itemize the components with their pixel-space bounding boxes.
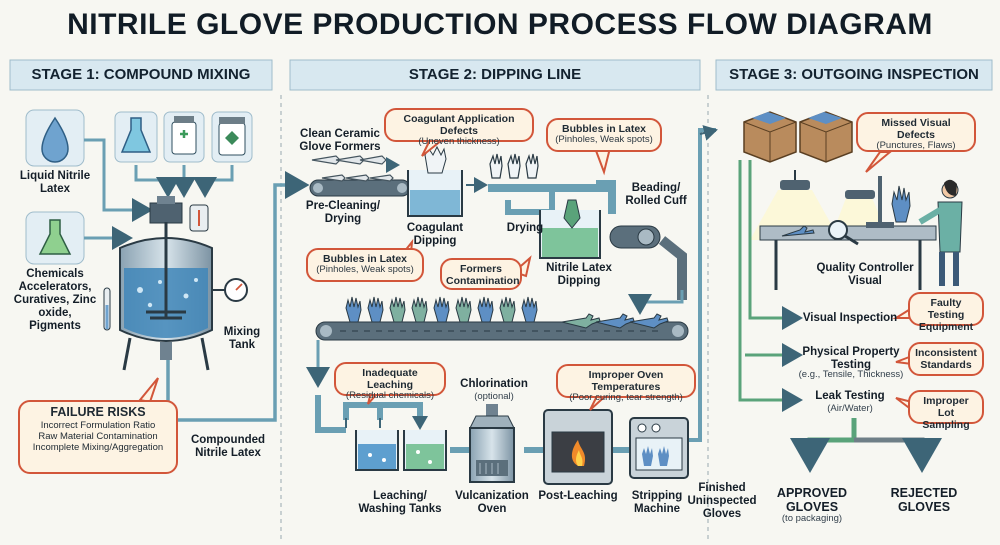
leak-testing-label: Leak Testing: [815, 390, 885, 402]
oven-temperature-bubble: Improper Oven Temperatures (Poor curing,…: [556, 364, 696, 403]
physical-testing-label: Physical Property Testing: [802, 346, 900, 371]
chemical-flask-icon: [25, 211, 85, 265]
pigment-jar-icon: [211, 111, 253, 163]
diagram-title: NITRILE GLOVE PRODUCTION PROCESS FLOW DI…: [67, 8, 933, 41]
conveyor-gloves: [345, 296, 669, 329]
flow-arrow: [628, 290, 684, 315]
latex-dipping-label: Nitrile Latex Dipping: [546, 262, 612, 287]
failure-risk-item: Incomplete Mixing/Aggregation: [32, 442, 164, 454]
vulcanization-label: Vulcanization Oven: [455, 490, 529, 515]
chlorination-label: Chlorination: [460, 378, 528, 390]
chemicals-label: Chemicals Accelerators, Curatives, Zinc …: [13, 268, 97, 332]
glove-boxes: [743, 111, 853, 163]
coagulant-tank: [407, 145, 463, 217]
post-leaching-label: Post-Leaching: [538, 490, 618, 502]
lot-sampling-bubble: Improper Lot Sampling: [908, 390, 984, 431]
mixing-tank-label: Mixing Tank: [223, 326, 261, 351]
drying-gloves: [489, 153, 539, 179]
stripping-machine: [629, 417, 689, 479]
finished-gloves-label: Finished Uninspected Gloves: [687, 482, 757, 520]
failure-risks-title: FAILURE RISKS: [50, 405, 146, 419]
lab-flask-icon: [114, 111, 158, 163]
leaching-label: Leaching/ Washing Tanks: [358, 490, 442, 515]
rejected-gloves-label: REJECTED GLOVES: [890, 486, 958, 514]
formers-contamination-bubble: Formers Contamination: [440, 258, 522, 290]
chlorination-note: (optional): [474, 391, 514, 402]
latex-label: Liquid Nitrile Latex: [19, 170, 91, 195]
leaching-tanks: [355, 430, 447, 471]
failure-risk-item: Raw Material Contamination: [38, 431, 158, 443]
bubbles-latex-mid-bubble: Bubbles in Latex (Pinholes, Weak spots): [306, 248, 424, 282]
beading-label: Beading/ Rolled Cuff: [625, 182, 687, 207]
drying-label: Drying: [506, 222, 544, 234]
faulty-equipment-bubble: Faulty Testing Equipment: [908, 292, 984, 333]
coagulant-defects-bubble: Coagulant Application Defects (Uneven th…: [384, 108, 534, 147]
failure-risks-bubble: FAILURE RISKS Incorrect Formulation Rati…: [18, 400, 178, 474]
flow-arrow: [699, 125, 718, 141]
ceramic-formers: [311, 155, 394, 182]
risk-bubble-tail: [138, 377, 159, 404]
bubble-subtitle: (Uneven thickness): [418, 136, 500, 148]
oven-unit: [543, 409, 613, 485]
bubble-title: Formers Contamination: [446, 263, 520, 288]
stage-1-label: STAGE 1: COMPOUND MIXING: [31, 66, 251, 83]
mixing-tank: [103, 196, 248, 371]
inspection-station: [750, 170, 937, 290]
qc-label: Quality Controller Visual: [816, 262, 914, 287]
stripping-label: Stripping Machine: [631, 490, 683, 515]
latex-drop-icon: [25, 109, 85, 167]
bubble-title: Coagulant Application Defects: [403, 113, 515, 138]
stage-3-label: STAGE 3: OUTGOING INSPECTION: [729, 66, 979, 83]
beading-machine: [609, 225, 687, 300]
formers-label: Clean Ceramic Glove Formers: [299, 128, 381, 153]
compounded-latex-label: Compounded Nitrile Latex: [190, 434, 266, 459]
bubble-title: Bubbles in Latex: [561, 123, 646, 135]
visual-inspection-label: Visual Inspection: [802, 312, 898, 324]
bubble-title: Improper Lot Sampling: [922, 395, 970, 432]
inadequate-leaching-bubble: Inadequate Leaching (Residual chemicals): [334, 362, 446, 401]
stage-2-label: STAGE 2: DIPPING LINE: [408, 66, 582, 83]
approved-gloves-label: APPROVED GLOVES: [776, 486, 848, 514]
bubble-subtitle: (Pinholes, Weak spots): [316, 264, 414, 276]
drying-pipe: [505, 192, 555, 215]
bubble-subtitle: (Poor curing, tear strength): [569, 392, 683, 404]
bubble-subtitle: (Pinholes, Weak spots): [555, 134, 653, 146]
chlorination-unit: [469, 404, 515, 483]
quality-controller-person: [918, 179, 963, 286]
bubble-title: Inconsistent Standards: [915, 347, 977, 372]
bubble-subtitle: (Punctures, Flaws): [876, 140, 956, 152]
coagulant-label: Coagulant Dipping: [406, 222, 464, 247]
stage-banners: [9, 59, 993, 91]
medicine-bottle-icon: [163, 111, 205, 163]
bubble-title: Improper Oven Temperatures: [588, 369, 664, 394]
inconsistent-standards-bubble: Inconsistent Standards: [908, 342, 984, 376]
physical-testing-note: (e.g., Tensile, Thickness): [798, 369, 904, 380]
pre-cleaning-label: Pre-Cleaning/ Drying: [305, 200, 381, 225]
bubbles-latex-top-bubble: Bubbles in Latex (Pinholes, Weak spots): [546, 118, 662, 152]
outcome-arrows: [790, 418, 942, 473]
leak-testing-note: (Air/Water): [827, 403, 873, 414]
bubble-subtitle: (Residual chemicals): [345, 390, 435, 402]
bubble-title: Bubbles in Latex: [322, 253, 407, 265]
flow-arrow: [345, 418, 420, 428]
approved-gloves-note: (to packaging): [781, 513, 843, 524]
bubble-title: Missed Visual Defects: [881, 117, 951, 142]
middle-conveyor: [315, 321, 689, 341]
failure-risk-item: Incorrect Formulation Ratio: [40, 420, 156, 432]
missed-visual-defects-bubble: Missed Visual Defects (Punctures, Flaws): [856, 112, 976, 152]
stage-dividers: [280, 95, 709, 540]
inspection-branches: [738, 160, 803, 412]
bubble-title: Faulty Testing Equipment: [918, 297, 974, 334]
latex-dipping-tank: [539, 199, 601, 259]
bubble-title: Inadequate Leaching: [362, 367, 418, 392]
